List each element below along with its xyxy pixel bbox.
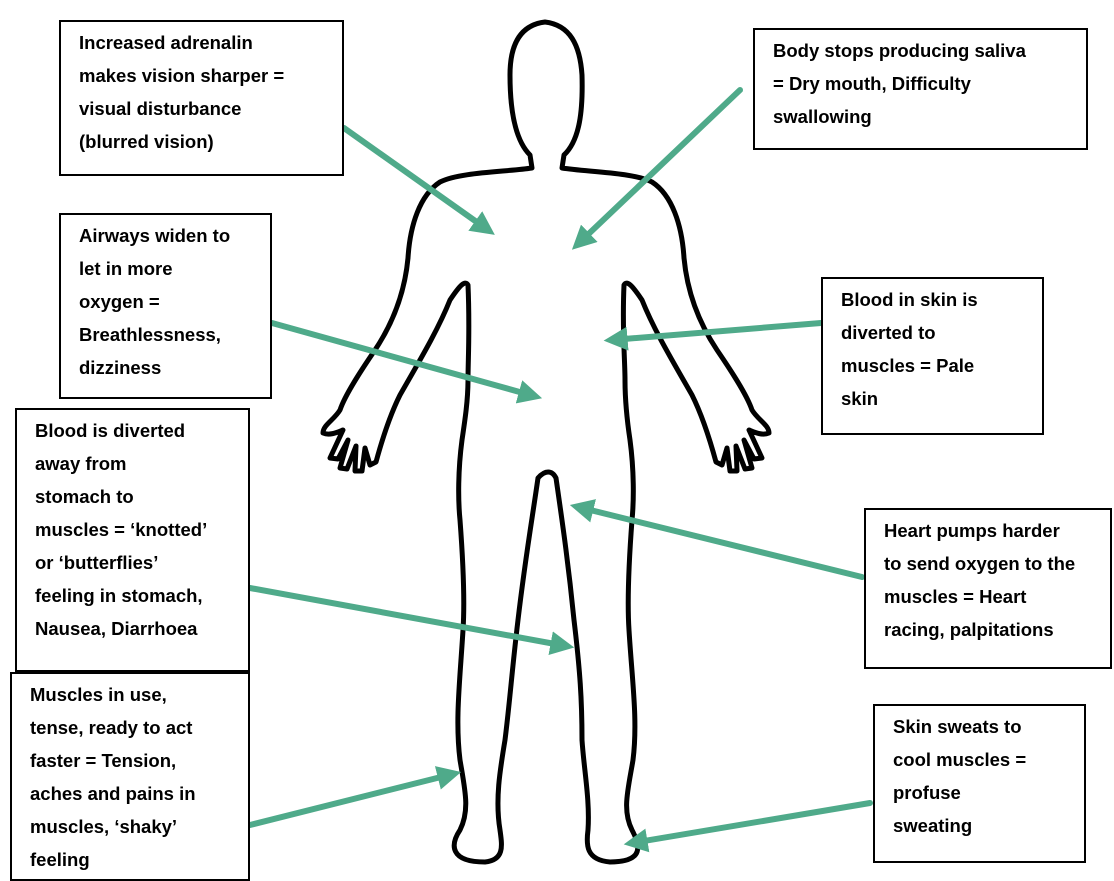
label-sweat: Skin sweats to cool muscles = profuse sw… — [873, 704, 1086, 863]
label-heart: Heart pumps harder to send oxygen to the… — [864, 508, 1112, 669]
body-outline — [323, 22, 769, 862]
arrow-muscles — [250, 774, 453, 825]
arrow-saliva — [578, 90, 740, 244]
arrow-sweat — [632, 803, 870, 843]
arrow-skin — [612, 323, 821, 340]
label-adrenalin: Increased adrenalin makes vision sharper… — [59, 20, 344, 176]
label-skin: Blood in skin is diverted to muscles = P… — [821, 277, 1044, 435]
arrow-heart — [578, 507, 862, 577]
label-saliva: Body stops producing saliva = Dry mouth,… — [753, 28, 1088, 150]
label-stomach: Blood is diverted away from stomach to m… — [15, 408, 250, 672]
label-muscles: Muscles in use, tense, ready to act fast… — [10, 672, 250, 881]
label-airways: Airways widen to let in more oxygen = Br… — [59, 213, 272, 399]
